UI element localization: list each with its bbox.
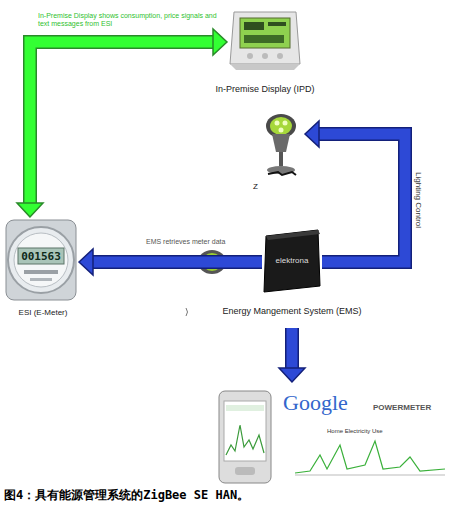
art-shape xyxy=(226,405,264,411)
device-node: Z xyxy=(258,112,304,178)
node-label: Z xyxy=(253,182,265,192)
edge-label: EMS retrieves meter data xyxy=(146,238,256,246)
ipd-device xyxy=(228,8,302,72)
art-shape xyxy=(230,12,300,64)
art-shape xyxy=(283,121,288,126)
block-arrow xyxy=(17,29,227,217)
art-shape xyxy=(8,227,74,293)
art-shape xyxy=(279,152,283,166)
arrow-outline xyxy=(319,134,405,262)
art-shape xyxy=(272,134,290,152)
art-shape xyxy=(295,475,445,476)
art-shape xyxy=(277,53,283,59)
art-shape xyxy=(295,441,445,473)
device-node: GooglePOWERMETER Home Electricity Use xyxy=(215,385,450,485)
node-label: ESI (E-Meter) xyxy=(6,308,80,318)
art-shape xyxy=(235,467,255,475)
art-shape xyxy=(6,220,76,300)
arrow-shaft xyxy=(287,328,298,368)
block-arrow xyxy=(305,121,405,262)
arrow-outline xyxy=(285,328,299,368)
art-shape xyxy=(262,53,268,59)
arrow-shaft xyxy=(30,42,213,203)
art-shape xyxy=(219,391,271,483)
figure-caption: 图4：具有能源管理系统的ZigBee SE HAN。 xyxy=(4,487,249,504)
edge-label: In-Premise Display shows consumption, pr… xyxy=(38,12,218,28)
node-label: Energy Mangement System (EMS) xyxy=(210,306,374,317)
art-shape xyxy=(226,425,264,455)
arrow-head xyxy=(79,249,93,275)
edge-label: Lighting Control xyxy=(414,172,422,228)
art-shape xyxy=(244,35,284,43)
arrow-outline xyxy=(30,42,213,203)
block-arrow xyxy=(79,249,262,275)
node-label: Home Electricity Use xyxy=(327,427,427,435)
art-shape xyxy=(18,248,64,264)
block-arrow xyxy=(279,328,305,382)
node-label: In-Premise Display (IPD) xyxy=(202,84,328,95)
art-shape xyxy=(240,18,290,48)
spot-light xyxy=(258,112,304,178)
art-shape xyxy=(264,230,320,292)
art-shape xyxy=(275,121,280,126)
small-mark xyxy=(186,308,188,316)
arrow-shaft xyxy=(93,257,262,268)
node-label: 001563 xyxy=(18,250,64,263)
arrow-shaft xyxy=(319,134,405,262)
art-shape xyxy=(279,128,284,133)
art-shape xyxy=(268,22,286,26)
arrow-head xyxy=(305,121,319,147)
node-label: Google xyxy=(283,391,373,415)
arrow-head xyxy=(17,203,43,217)
art-shape xyxy=(247,53,253,59)
device-node: 001563ESI (E-Meter) xyxy=(4,218,78,302)
art-shape xyxy=(14,233,68,287)
arrow-head xyxy=(213,29,227,55)
art-shape xyxy=(268,172,296,175)
art-shape xyxy=(270,117,292,135)
art-shape xyxy=(30,278,52,281)
art-shape xyxy=(24,270,58,274)
art-shape xyxy=(224,401,266,461)
device-node: In-Premise Display (IPD) xyxy=(228,8,302,72)
node-label: elektrona xyxy=(268,256,316,266)
art-shape xyxy=(244,22,264,30)
art-shape xyxy=(267,166,295,174)
art-shape xyxy=(230,64,300,70)
device-node: elektronaEnergy Mangement System (EMS) xyxy=(262,228,322,294)
arrow-outline xyxy=(93,255,262,269)
art-shape xyxy=(266,230,320,240)
node-label: POWERMETER xyxy=(373,403,449,413)
arrow-head xyxy=(279,368,305,382)
